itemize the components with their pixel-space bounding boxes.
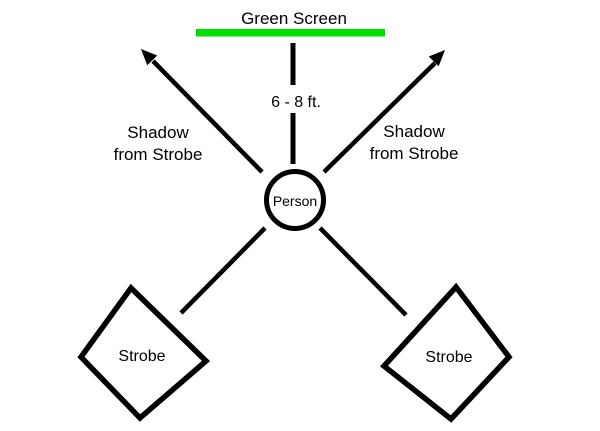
right-shadow-label-line1: Shadow (383, 122, 445, 141)
left-shadow-label-line2: from Strobe (114, 145, 203, 164)
green-screen-title: Green Screen (241, 9, 347, 28)
left-strobe-label: Strobe (118, 348, 165, 365)
right-strobe-line (318, 226, 408, 317)
person-label: Person (273, 193, 317, 209)
right-strobe-label: Strobe (425, 349, 472, 366)
right-shadow-arrow-line (322, 61, 437, 174)
left-arrowhead-icon (141, 49, 158, 66)
left-shadow-label-line1: Shadow (127, 123, 189, 142)
right-strobe-diamond (379, 282, 513, 423)
person-circle (264, 169, 326, 231)
distance-label: 6 - 8 ft. (271, 94, 321, 111)
green-screen-bar (196, 29, 385, 37)
right-arrowhead-icon (428, 50, 445, 67)
left-strobe-line (179, 226, 267, 315)
left-strobe-diamond (77, 283, 211, 422)
right-shadow-label-line2: from Strobe (370, 144, 459, 163)
left-shadow-arrow-line (151, 59, 264, 174)
